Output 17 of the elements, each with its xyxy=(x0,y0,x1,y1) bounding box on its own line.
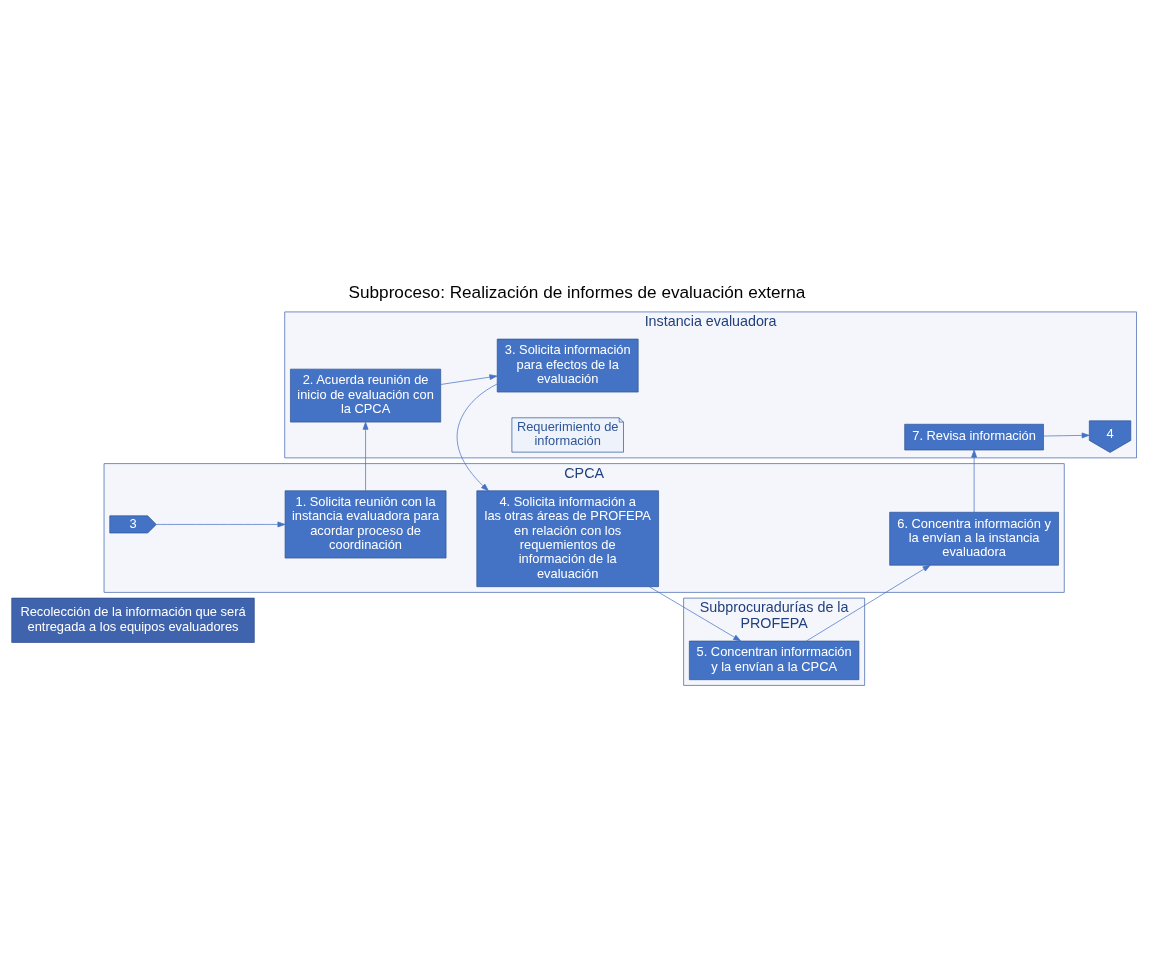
arrow xyxy=(440,373,498,385)
arrow xyxy=(456,383,498,491)
arrow xyxy=(1043,432,1090,438)
arrow xyxy=(649,585,742,641)
node-box: 2. Acuerda reunión de inicio de evaluación con la CPCA xyxy=(290,368,442,422)
diagram-title: Subproceso: Realización de informes de evaluación externa xyxy=(348,281,806,302)
arrow xyxy=(806,564,931,641)
arrow xyxy=(971,449,977,512)
node-box: 4. Solicita información a las otras áreas de PROFEPA en relación con los requemientos de información de la evaluación xyxy=(476,489,659,587)
node-box: Recolección de la información que será entregada a los equipos evaluadores xyxy=(11,597,255,643)
node-box: 1. Solicita reunión con la instancia evaluadora para acordar proceso de coordinación xyxy=(284,489,447,558)
node-box: 3. Solicita información para efectos de la evaluación xyxy=(496,338,639,392)
node-box: 5. Concentran inforrmación y la envían a la CPCA xyxy=(689,640,860,680)
node-box: 6. Concentra información y la envían a la instancia evaluadora xyxy=(889,511,1059,566)
arrow xyxy=(362,421,369,491)
arrow xyxy=(155,521,286,527)
node-box: 7. Revisa información xyxy=(904,423,1044,450)
